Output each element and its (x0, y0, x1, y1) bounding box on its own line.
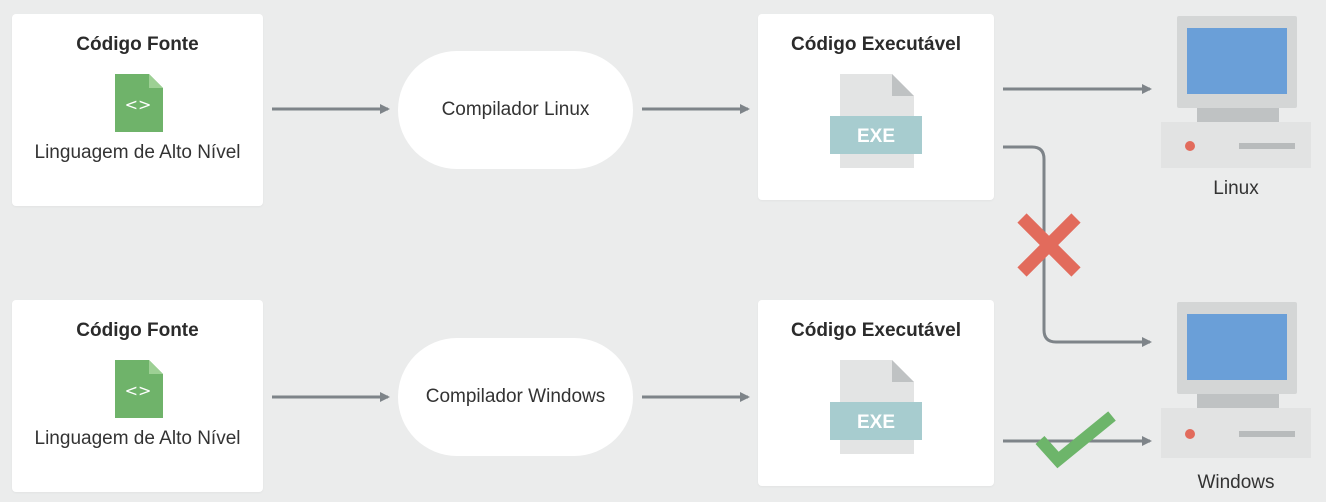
source-card-linux: Código Fonte <> Linguagem de Alto Nível (12, 14, 263, 206)
svg-text:<>: <> (125, 95, 152, 114)
computer-icon (1161, 16, 1311, 168)
source-card-title: Código Fonte (76, 34, 199, 55)
svg-text:<>: <> (125, 381, 152, 400)
source-code-file-icon: <> (115, 74, 163, 132)
exe-card-linux: Código Executável EXE (758, 14, 994, 200)
source-card-windows: Código Fonte <> Linguagem de Alto Nível (12, 300, 263, 492)
exe-card-title: Código Executável (791, 320, 961, 341)
arrow-exe-linux-to-windows (1003, 145, 1152, 347)
check-mark-icon (1035, 411, 1116, 469)
exe-card-windows: Código Executável EXE (758, 300, 994, 486)
exe-card-title: Código Executável (791, 34, 961, 55)
exe-badge-text: EXE (857, 126, 895, 147)
target-label-windows: Windows (1197, 472, 1275, 493)
exe-badge-text: EXE (857, 412, 895, 433)
compiler-windows: Compilador Windows (398, 338, 633, 456)
exe-file-icon: EXE (830, 74, 922, 168)
source-card-subtitle: Linguagem de Alto Nível (34, 428, 241, 449)
compiler-linux-label: Compilador Linux (441, 99, 590, 120)
source-card-title: Código Fonte (76, 320, 199, 341)
compiler-windows-label: Compilador Windows (425, 386, 606, 407)
x-mark-icon (1017, 213, 1081, 277)
computer-icon (1161, 302, 1311, 458)
source-code-file-icon: <> (115, 360, 163, 418)
exe-file-icon: EXE (830, 360, 922, 454)
source-card-subtitle: Linguagem de Alto Nível (34, 142, 241, 163)
target-label-linux: Linux (1213, 178, 1259, 199)
compiler-linux: Compilador Linux (398, 51, 633, 169)
